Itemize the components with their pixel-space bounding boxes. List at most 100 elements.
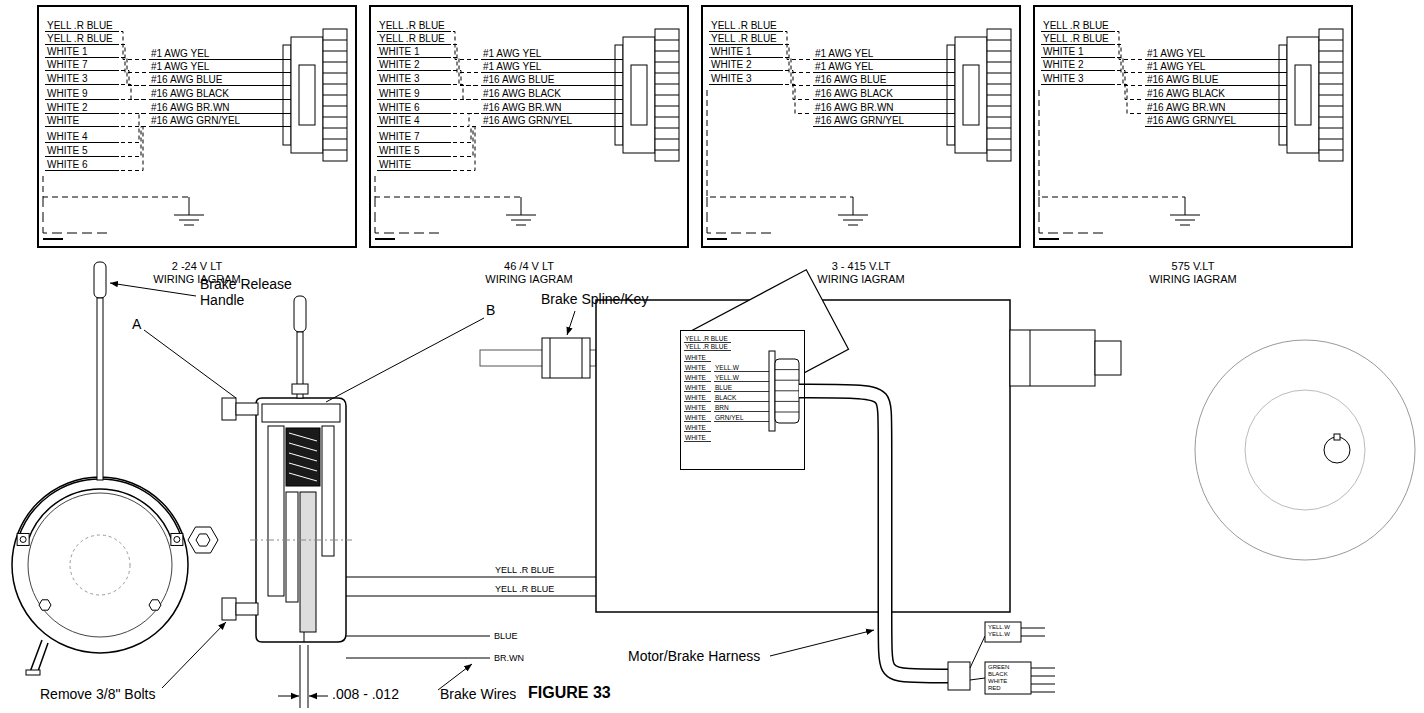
wire-label: WHITE bbox=[685, 394, 706, 401]
wire-line bbox=[709, 84, 783, 85]
connector-grid-line bbox=[323, 139, 347, 140]
terminal-strip bbox=[283, 45, 291, 145]
wiring-diagram-box: YELL .R BLUEYELL .R BLUEWHITE 1WHITE 2WH… bbox=[369, 5, 689, 248]
wire-line bbox=[1145, 59, 1279, 60]
terminal-pin bbox=[283, 59, 291, 60]
callout-letter: A bbox=[132, 316, 141, 332]
wire-label: WHITE 3 bbox=[711, 73, 752, 84]
wire-line bbox=[45, 99, 119, 100]
ground-wire bbox=[43, 238, 63, 240]
wire-line bbox=[714, 421, 769, 422]
wire-line bbox=[1145, 113, 1279, 114]
connector-grid bbox=[987, 29, 1011, 161]
pin-label: BLACK bbox=[988, 671, 1008, 678]
terminal-pin bbox=[947, 113, 955, 114]
connector-grid-line bbox=[1319, 95, 1343, 96]
coupling-line bbox=[1030, 330, 1031, 386]
motor-end-face bbox=[1195, 340, 1415, 560]
bolt-head bbox=[222, 398, 236, 420]
connector-rib bbox=[775, 390, 799, 391]
release-handle-knob bbox=[94, 262, 106, 298]
face-screw bbox=[149, 600, 161, 610]
diagram-heading: WIRING IAGRAM bbox=[371, 273, 687, 286]
inset-ground bbox=[680, 330, 805, 470]
hex-nut bbox=[196, 534, 210, 546]
wire-gauge-label: #16 AWG GRN/YEL bbox=[1147, 115, 1236, 126]
ground-wire bbox=[707, 197, 773, 233]
connector-rib bbox=[775, 401, 799, 402]
terminal-strip bbox=[769, 351, 775, 431]
wire-line bbox=[45, 70, 119, 71]
armature-plate bbox=[322, 426, 334, 556]
brake-coil bbox=[286, 428, 320, 486]
wire-label: YELL .R BLUE bbox=[1043, 20, 1109, 31]
yoke-screw bbox=[174, 536, 180, 542]
wire-label: WHITE 7 bbox=[379, 131, 420, 142]
wire-line bbox=[1145, 85, 1279, 86]
ground-symbol bbox=[853, 197, 854, 215]
wire-label: WHITE 5 bbox=[47, 145, 88, 156]
plug-pin bbox=[1031, 676, 1055, 677]
ground-symbol bbox=[838, 215, 868, 216]
wire-label: YELL .R BLUE bbox=[711, 20, 777, 31]
ground-symbol bbox=[184, 225, 194, 226]
coil-hatch bbox=[289, 463, 317, 471]
wire-line bbox=[481, 72, 615, 73]
part-label: Brake Spline/Key bbox=[541, 291, 648, 307]
part-label: Brake Release Handle bbox=[200, 276, 300, 308]
wire-line bbox=[377, 31, 451, 32]
terminal-pin bbox=[947, 85, 955, 86]
connector-grid-line bbox=[987, 95, 1011, 96]
callout-letter: B bbox=[486, 302, 495, 318]
brake-face bbox=[12, 477, 188, 653]
wire-line bbox=[1145, 72, 1279, 73]
wire-line bbox=[1041, 57, 1115, 58]
brake-wire bbox=[346, 577, 596, 578]
ground-symbol bbox=[848, 225, 858, 226]
terminal-pin bbox=[283, 126, 291, 127]
wire-gauge-label: #16 AWG GRN/YEL bbox=[151, 115, 240, 126]
wire-line bbox=[714, 381, 769, 382]
dimension-line bbox=[300, 645, 301, 708]
terminal-strip bbox=[1279, 45, 1287, 145]
wire-label: WHITE bbox=[685, 364, 706, 371]
diagram-heading: 2 -24 V LT bbox=[39, 260, 355, 273]
ground-symbol bbox=[1175, 220, 1195, 221]
connector-grid-line bbox=[323, 117, 347, 118]
wiring-diagram-box: YELL .R BLUEYELL .R BLUEWHITE 1WHITE 2WH… bbox=[701, 5, 1021, 248]
wire-line bbox=[45, 142, 119, 143]
pin-label: RED bbox=[988, 685, 1001, 692]
diagram-heading: 46 /4 V LT bbox=[371, 260, 687, 273]
connector-grid-line bbox=[987, 51, 1011, 52]
wire-exit bbox=[304, 632, 305, 642]
connector-grid-line bbox=[655, 51, 679, 52]
wire-line bbox=[377, 113, 451, 114]
wire-label: YELL .R BLUE bbox=[47, 33, 113, 44]
jumper-line bbox=[785, 85, 811, 114]
yoke-tab bbox=[17, 533, 29, 545]
wire-line bbox=[45, 44, 119, 45]
wire-gauge-label: #16 AWG BLUE bbox=[1147, 74, 1218, 85]
ground-symbol bbox=[511, 220, 531, 221]
terminal-pin bbox=[1279, 126, 1287, 127]
terminal-pin bbox=[283, 99, 291, 100]
jumper-line bbox=[785, 58, 811, 86]
wire-label: WHITE 9 bbox=[379, 88, 420, 99]
connector-grid-line bbox=[987, 84, 1011, 85]
wire-gauge-label: #16 AWG BLUE bbox=[815, 74, 886, 85]
shaft-key bbox=[1334, 434, 1340, 440]
wire-line bbox=[45, 113, 119, 114]
jumper-line bbox=[121, 85, 147, 100]
connector-grid-line bbox=[987, 73, 1011, 74]
terminal-pin bbox=[283, 113, 291, 114]
wire-line bbox=[684, 411, 711, 412]
terminal-pin bbox=[615, 99, 623, 100]
jumper-line bbox=[121, 99, 147, 100]
connector-notch bbox=[1295, 65, 1311, 125]
release-handle-knob bbox=[294, 296, 306, 332]
wire-line bbox=[377, 170, 451, 171]
wire-label: YELL .R BLUE bbox=[495, 565, 554, 575]
harness-lead bbox=[970, 678, 985, 680]
wire-label: WHITE 5 bbox=[379, 145, 420, 156]
